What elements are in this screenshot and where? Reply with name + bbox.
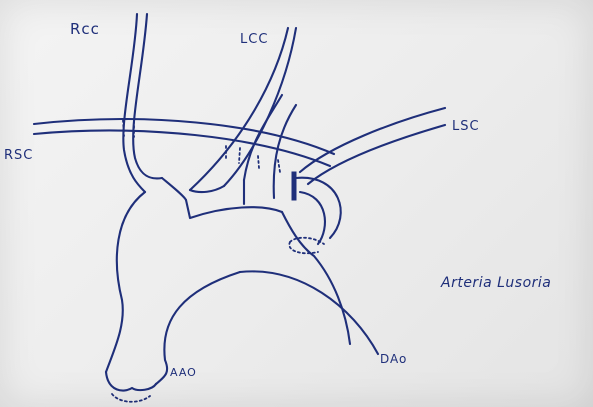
label-aao: AAO xyxy=(170,366,197,379)
label-arteria-lusoria: Arteria Lusoria xyxy=(441,275,551,291)
right-common-carotid-vessel xyxy=(123,14,162,192)
left-subclavian-vessel xyxy=(296,108,445,244)
label-lsc: LSC xyxy=(452,119,480,134)
label-rcc: Rcc xyxy=(70,20,100,38)
label-dao: DAo xyxy=(380,352,407,366)
aortic-arch-body xyxy=(106,178,378,391)
label-rsc: RSC xyxy=(4,148,33,163)
right-subclavian-vessel xyxy=(34,119,334,166)
label-lcc: LCC xyxy=(240,32,268,47)
aortic-root-dashes xyxy=(112,394,150,402)
